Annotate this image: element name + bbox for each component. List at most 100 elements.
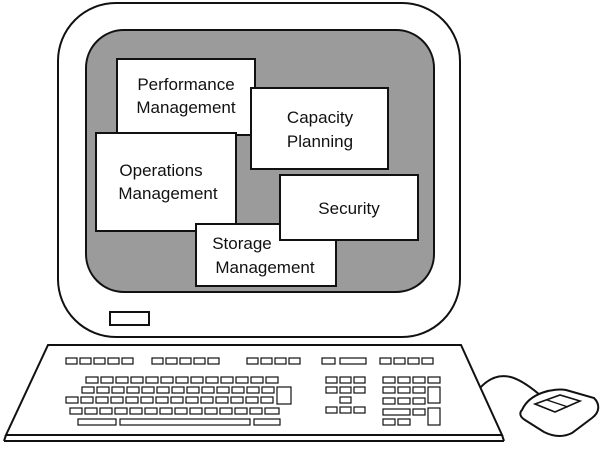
mouse-button-divider xyxy=(546,399,569,408)
numpad-plus-key xyxy=(427,386,441,404)
typing-key xyxy=(201,386,215,394)
typing-key xyxy=(159,407,173,415)
numpad-zero-key xyxy=(382,408,411,416)
typing-key xyxy=(265,376,279,384)
card-capacity-planning: Capacity Planning xyxy=(250,87,389,170)
numpad-key xyxy=(382,376,396,384)
typing-key xyxy=(84,407,98,415)
card-performance-line1: Performance xyxy=(137,75,234,94)
function-key xyxy=(93,357,106,365)
typing-key xyxy=(200,396,214,404)
typing-key xyxy=(96,386,110,394)
typing-key xyxy=(140,396,154,404)
typing-key xyxy=(219,407,233,415)
arrow-key xyxy=(353,406,366,414)
numpad-key xyxy=(427,376,441,384)
typing-key xyxy=(261,386,275,394)
shift-key xyxy=(264,407,280,415)
nav-key xyxy=(325,386,338,394)
typing-key xyxy=(145,376,159,384)
typing-key xyxy=(170,396,184,404)
card-capacity-line2: Planning xyxy=(287,132,353,151)
space-bar xyxy=(119,418,251,426)
typing-key xyxy=(85,376,99,384)
numpad-key xyxy=(412,386,426,394)
typing-key xyxy=(205,376,219,384)
typing-key xyxy=(250,376,264,384)
typing-key xyxy=(80,396,94,404)
function-key xyxy=(260,357,273,365)
typing-key xyxy=(245,396,259,404)
function-key xyxy=(65,357,78,365)
typing-key xyxy=(126,386,140,394)
typing-key xyxy=(81,386,95,394)
keyboard-corners xyxy=(3,434,505,442)
numpad-key xyxy=(397,397,411,405)
typing-key xyxy=(186,386,200,394)
typing-key xyxy=(249,407,263,415)
typing-key xyxy=(215,396,229,404)
function-key xyxy=(79,357,92,365)
typing-key xyxy=(65,396,79,404)
function-key xyxy=(288,357,301,365)
arrow-key xyxy=(325,406,338,414)
typing-key xyxy=(175,376,189,384)
numpad-enter-key xyxy=(427,407,441,426)
typing-key xyxy=(220,376,234,384)
typing-key xyxy=(234,407,248,415)
typing-key xyxy=(141,386,155,394)
modifier-key xyxy=(253,418,281,426)
nav-key xyxy=(353,376,366,384)
numpad-key xyxy=(397,386,411,394)
function-key xyxy=(339,357,367,365)
typing-key xyxy=(110,396,124,404)
card-security: Security xyxy=(279,174,419,241)
typing-key xyxy=(100,376,114,384)
typing-key xyxy=(95,396,109,404)
function-key xyxy=(179,357,192,365)
typing-key xyxy=(111,386,125,394)
card-performance-management: Performance Management xyxy=(116,58,256,136)
numpad-key xyxy=(382,386,396,394)
function-key xyxy=(207,357,220,365)
function-key xyxy=(107,357,120,365)
nav-key xyxy=(339,386,352,394)
typing-key xyxy=(129,407,143,415)
nav-key xyxy=(325,376,338,384)
card-operations-line1: Operations xyxy=(119,161,202,180)
typing-key xyxy=(204,407,218,415)
mouse-cable xyxy=(479,375,541,396)
typing-key xyxy=(144,407,158,415)
card-storage-line1: Storage xyxy=(212,234,272,253)
typing-key xyxy=(69,407,83,415)
numpad-key xyxy=(382,418,396,426)
numpad-key xyxy=(382,397,396,405)
nav-key xyxy=(339,376,352,384)
card-capacity-line1: Capacity xyxy=(287,108,354,127)
enter-key xyxy=(276,386,292,405)
typing-key xyxy=(231,386,245,394)
arrow-key xyxy=(339,406,352,414)
card-security-line1: Security xyxy=(318,199,380,218)
typing-key xyxy=(130,376,144,384)
typing-key xyxy=(230,396,244,404)
typing-key xyxy=(156,386,170,394)
keyboard-icon xyxy=(3,344,505,442)
numpad-key xyxy=(397,418,411,426)
card-performance-line2: Management xyxy=(136,98,236,117)
typing-key xyxy=(155,396,169,404)
typing-key xyxy=(99,407,113,415)
card-operations-line2: Management xyxy=(118,184,218,203)
typing-key xyxy=(115,376,129,384)
numpad-key xyxy=(412,376,426,384)
function-key xyxy=(407,357,420,365)
function-key xyxy=(121,357,134,365)
function-key xyxy=(193,357,206,365)
numpad-key xyxy=(397,376,411,384)
function-key xyxy=(421,357,434,365)
card-storage-line2: Management xyxy=(215,258,315,277)
arrow-key xyxy=(339,396,352,404)
typing-key xyxy=(185,396,199,404)
card-operations-management: Operations Management xyxy=(95,132,237,232)
